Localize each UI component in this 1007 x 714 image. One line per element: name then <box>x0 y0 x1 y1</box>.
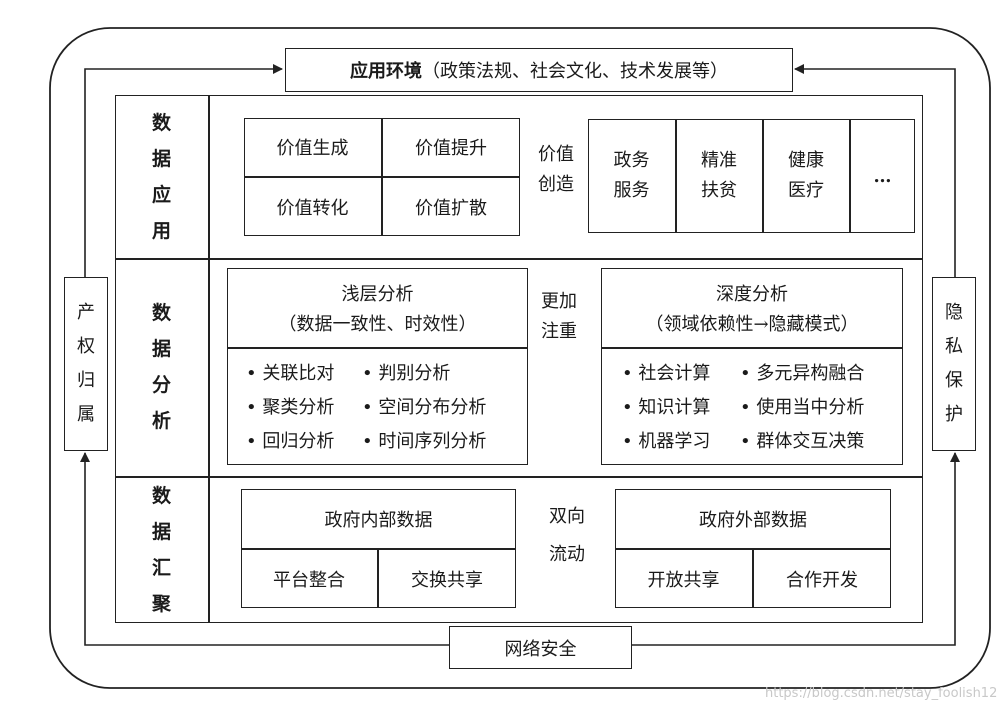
domain-divider-1 <box>675 119 677 233</box>
shallow-analysis-header: 浅层分析 （数据一致性、时效性） <box>227 280 528 340</box>
property-rights-box: 产 权 归 属 <box>64 277 108 451</box>
deep-analysis-methods: • 社会计算 • 多元异构融合 • 知识计算 • 使用当中分析 • 机器学习 • 群体… <box>622 357 902 459</box>
value-cell-diffusion: 价值扩散 <box>415 197 487 219</box>
more-emphasis-label: 更加 注重 <box>541 291 577 342</box>
shallow-analysis-methods: • 关联比对 • 判别分析 • 聚类分析 • 空间分布分析 • 回归分析 • 时间序列… <box>246 357 526 459</box>
row-label-analysis: 数 据 分 析 <box>151 302 171 432</box>
method-item: • 回归分析 <box>246 431 335 452</box>
method-item: • 机器学习 <box>622 431 711 452</box>
domain-poverty-alleviation: 精准扶贫 <box>701 150 737 201</box>
internal-platform-integration: 平台整合 <box>273 569 345 591</box>
arrow-bottom-to-right <box>632 452 960 646</box>
method-item: • 社会计算 <box>622 363 711 384</box>
method-item: • 多元异构融合 <box>740 363 865 384</box>
network-security-box: 网络安全 <box>449 626 632 669</box>
internal-data-vdivider <box>377 548 379 608</box>
application-environment-subtitle: （政策法规、社会文化、技术发展等） <box>422 61 728 82</box>
domain-government-services: 政务服务 <box>613 150 650 201</box>
outer-frame <box>49 27 991 689</box>
row-label-application: 数 据 应 用 <box>151 111 171 242</box>
shallow-analysis-box <box>227 268 528 465</box>
external-open-sharing: 开放共享 <box>647 569 720 591</box>
application-environment-box: 应用环境（政策法规、社会文化、技术发展等） <box>285 48 793 92</box>
deep-analysis-title: 深度分析 <box>716 284 788 305</box>
deep-analysis-divider <box>601 347 903 349</box>
row-divider-1 <box>115 258 923 260</box>
value-cell-promotion: 价值提升 <box>415 138 487 159</box>
value-cell-transformation: 价值转化 <box>276 197 349 219</box>
deep-analysis-box <box>601 268 903 465</box>
method-item: • 判别分析 <box>362 363 451 384</box>
method-item: • 时间序列分析 <box>362 431 487 452</box>
row-divider-2 <box>115 476 923 478</box>
value-creation-label: 价值 创造 <box>538 144 574 195</box>
label-column-divider <box>208 95 210 623</box>
external-data-vdivider <box>752 548 754 608</box>
value-grid-vdivider <box>381 118 383 236</box>
bidirectional-flow-label: 双向 流动 <box>549 506 585 565</box>
method-item: • 空间分布分析 <box>362 397 487 418</box>
shallow-analysis-divider <box>227 347 528 349</box>
method-item: • 关联比对 <box>246 363 335 384</box>
method-item: • 知识计算 <box>622 397 711 418</box>
deep-analysis-subtitle: （领域依赖性→隐藏模式） <box>645 314 859 335</box>
deep-analysis-header: 深度分析 （领域依赖性→隐藏模式） <box>601 280 903 340</box>
method-item: • 群体交互决策 <box>740 431 865 452</box>
domain-healthcare: 健康医疗 <box>788 150 824 201</box>
watermark-url: https://blog.csdn.net/stay_foolish12 <box>765 686 998 701</box>
value-cell-generation: 价值生成 <box>276 138 349 159</box>
application-environment-title: 应用环境 <box>350 61 422 82</box>
internal-exchange-sharing: 交换共享 <box>411 569 483 591</box>
privacy-protection-box: 隐 私 保 护 <box>932 277 976 451</box>
external-cooperative-development: 合作开发 <box>786 569 858 591</box>
arrow-bottom-to-left <box>80 452 449 646</box>
domain-divider-3 <box>849 119 851 233</box>
method-item: • 使用当中分析 <box>740 397 865 418</box>
external-data-title: 政府外部数据 <box>699 509 807 531</box>
domain-grid <box>588 119 915 233</box>
domain-divider-2 <box>762 119 764 233</box>
method-item: • 聚类分析 <box>246 397 335 418</box>
row-label-aggregation: 数 据 汇 聚 <box>151 484 171 615</box>
shallow-analysis-title: 浅层分析 <box>341 284 414 305</box>
shallow-analysis-subtitle: （数据一致性、时效性） <box>278 314 477 335</box>
domain-more-ellipsis: … <box>873 165 892 187</box>
internal-data-title: 政府内部数据 <box>324 509 433 531</box>
